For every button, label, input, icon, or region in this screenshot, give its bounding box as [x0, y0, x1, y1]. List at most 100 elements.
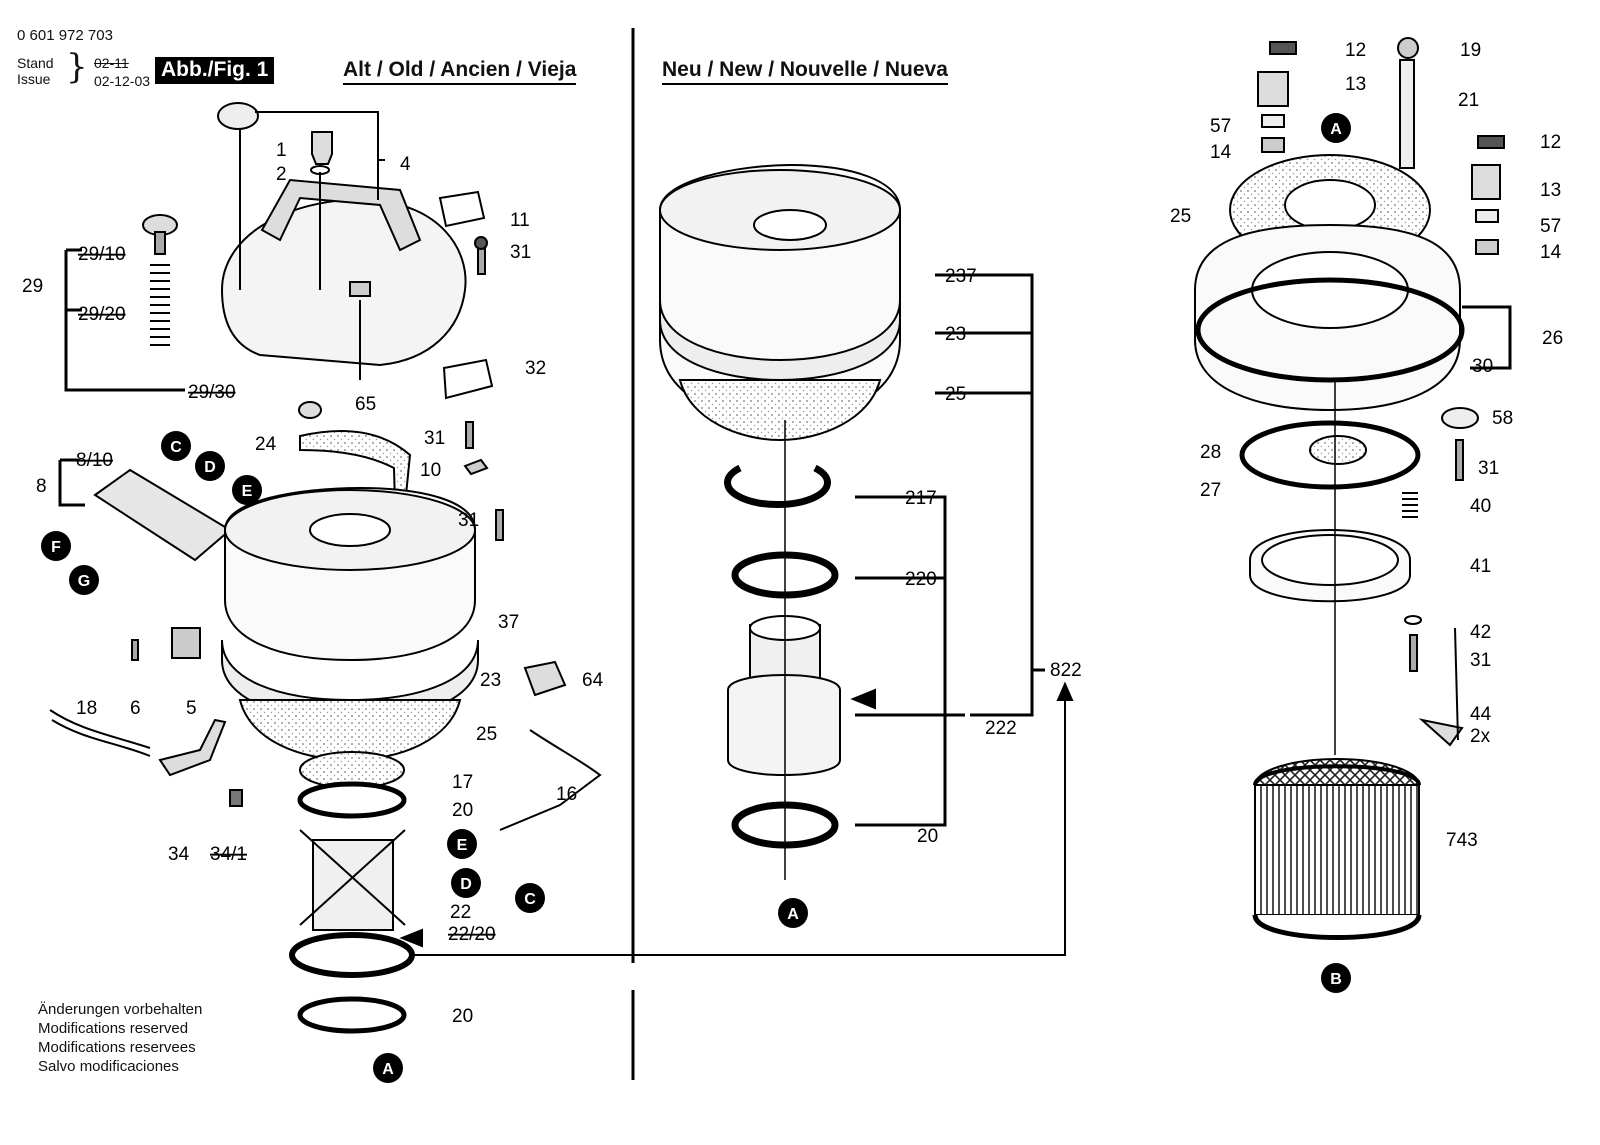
label-25-left: 25	[476, 724, 497, 745]
screw-31b	[465, 421, 474, 449]
label-12-right: 12	[1540, 132, 1561, 153]
old-issue-date: 02-11	[94, 55, 129, 71]
callout-e-left: E	[232, 475, 262, 505]
part-11-plate	[438, 190, 486, 228]
note-line-de: Änderungen vorbehalten	[38, 1001, 203, 1018]
callout-e-cord: E	[447, 829, 477, 859]
new-issue-date: 02-12-03	[94, 73, 151, 89]
screw-31-right	[1455, 439, 1464, 481]
callout-d-cord: D	[451, 868, 481, 898]
label-30: 30	[1472, 356, 1493, 377]
part-222-motor-base	[727, 674, 841, 776]
label-21: 21	[1458, 90, 1479, 111]
new-dotted-25	[678, 379, 882, 442]
part-19-cap	[1397, 37, 1419, 59]
label-4: 4	[400, 154, 411, 175]
label-22-20: 22/20	[448, 924, 496, 945]
label-237: 237	[945, 266, 977, 287]
label-25-mid: 25	[945, 384, 966, 405]
label-58: 58	[1492, 408, 1513, 429]
label-20-lower: 20	[452, 1006, 473, 1027]
part-12b-connector	[1477, 135, 1505, 149]
callout-c-left: C	[161, 431, 191, 461]
label-8-10: 8/10	[76, 450, 113, 471]
part-5	[171, 627, 201, 659]
part-13b-module	[1471, 164, 1501, 200]
screw-31-lower	[1409, 634, 1418, 672]
new-ring-23	[659, 299, 901, 382]
label-29-30: 29/30	[188, 382, 236, 403]
connector-arrowhead	[1056, 681, 1074, 701]
label-28: 28	[1200, 442, 1221, 463]
svg-text:B: B	[1330, 971, 1342, 988]
label-65: 65	[355, 394, 376, 415]
bracket-8	[58, 458, 85, 507]
label-23-left: 23	[480, 670, 501, 691]
modifications-note: Änderungen vorbehalten Modifications res…	[38, 1000, 202, 1076]
label-22: 22	[450, 902, 471, 923]
part-14b-pad	[1475, 239, 1499, 255]
label-18: 18	[76, 698, 97, 719]
label-217: 217	[905, 488, 937, 509]
svg-text:A: A	[382, 1061, 394, 1078]
label-17: 17	[452, 772, 473, 793]
part-58-disc	[1441, 407, 1479, 429]
filter-743-top-rim	[1253, 764, 1421, 786]
label-20-mid: 20	[917, 826, 938, 847]
part-217-ring	[724, 464, 831, 509]
filter-743-body	[1254, 784, 1420, 916]
label-37: 37	[498, 612, 519, 633]
new-housing-inlet	[753, 209, 827, 241]
label-743: 743	[1446, 830, 1478, 851]
label-57-left: 57	[1210, 116, 1231, 137]
bracket-4	[255, 111, 385, 200]
figure-label: Abb./Fig. 1	[155, 57, 275, 84]
callout-f: F	[41, 531, 71, 561]
label-32: 32	[525, 358, 546, 379]
label-16: 16	[556, 784, 577, 805]
label-29-10: 29/10	[78, 244, 126, 265]
callout-b-right: B	[1321, 963, 1351, 993]
part-29-30-base	[298, 401, 322, 419]
label-1: 1	[276, 140, 287, 161]
note-line-es: Salvo modificaciones	[38, 1058, 179, 1075]
note-line-en: Modifications reserved	[38, 1020, 189, 1037]
screw-31c	[495, 509, 504, 541]
screw-6	[131, 639, 139, 661]
label-24: 24	[255, 434, 277, 455]
label-34-1: 34/1	[210, 844, 247, 865]
part-12a-connector	[1269, 41, 1297, 55]
bracket-26	[1462, 305, 1512, 370]
motor-cover	[220, 198, 467, 367]
part-29-stem	[154, 231, 166, 255]
label-26: 26	[1542, 328, 1563, 349]
svg-text:E: E	[457, 837, 468, 854]
part-29-spring	[150, 264, 170, 346]
issue-label: Issue	[17, 71, 51, 87]
bracket-29	[64, 248, 185, 392]
callout-c-cord: C	[515, 883, 545, 913]
callout-badges: C D E F G E D C A A A B	[41, 113, 1351, 1083]
label-44: 44	[1470, 704, 1492, 725]
left-part-labels: 1 2 4 11 31 29 29/10 29/20 29/30 65 32 2…	[22, 140, 604, 1027]
label-34: 34	[168, 844, 190, 865]
label-13-right: 13	[1540, 180, 1561, 201]
label-31-top: 31	[510, 242, 531, 263]
part-40-spring	[1402, 492, 1418, 518]
part-1-shape	[311, 131, 333, 165]
part-8-switch	[93, 468, 232, 562]
label-13-top: 13	[1345, 74, 1366, 95]
svg-text:A: A	[787, 906, 799, 923]
callout-g: G	[69, 565, 99, 595]
label-20-upper: 20	[452, 800, 473, 821]
label-222: 222	[985, 718, 1017, 739]
part-34-bracket	[158, 718, 227, 777]
label-31-right-a: 31	[1478, 458, 1499, 479]
svg-text:G: G	[78, 573, 90, 590]
screw-31-head	[474, 236, 488, 250]
part-28-disc	[1309, 435, 1367, 465]
part-30-seal	[1195, 277, 1465, 383]
callout-d-left: D	[195, 451, 225, 481]
svg-text:D: D	[460, 876, 472, 893]
